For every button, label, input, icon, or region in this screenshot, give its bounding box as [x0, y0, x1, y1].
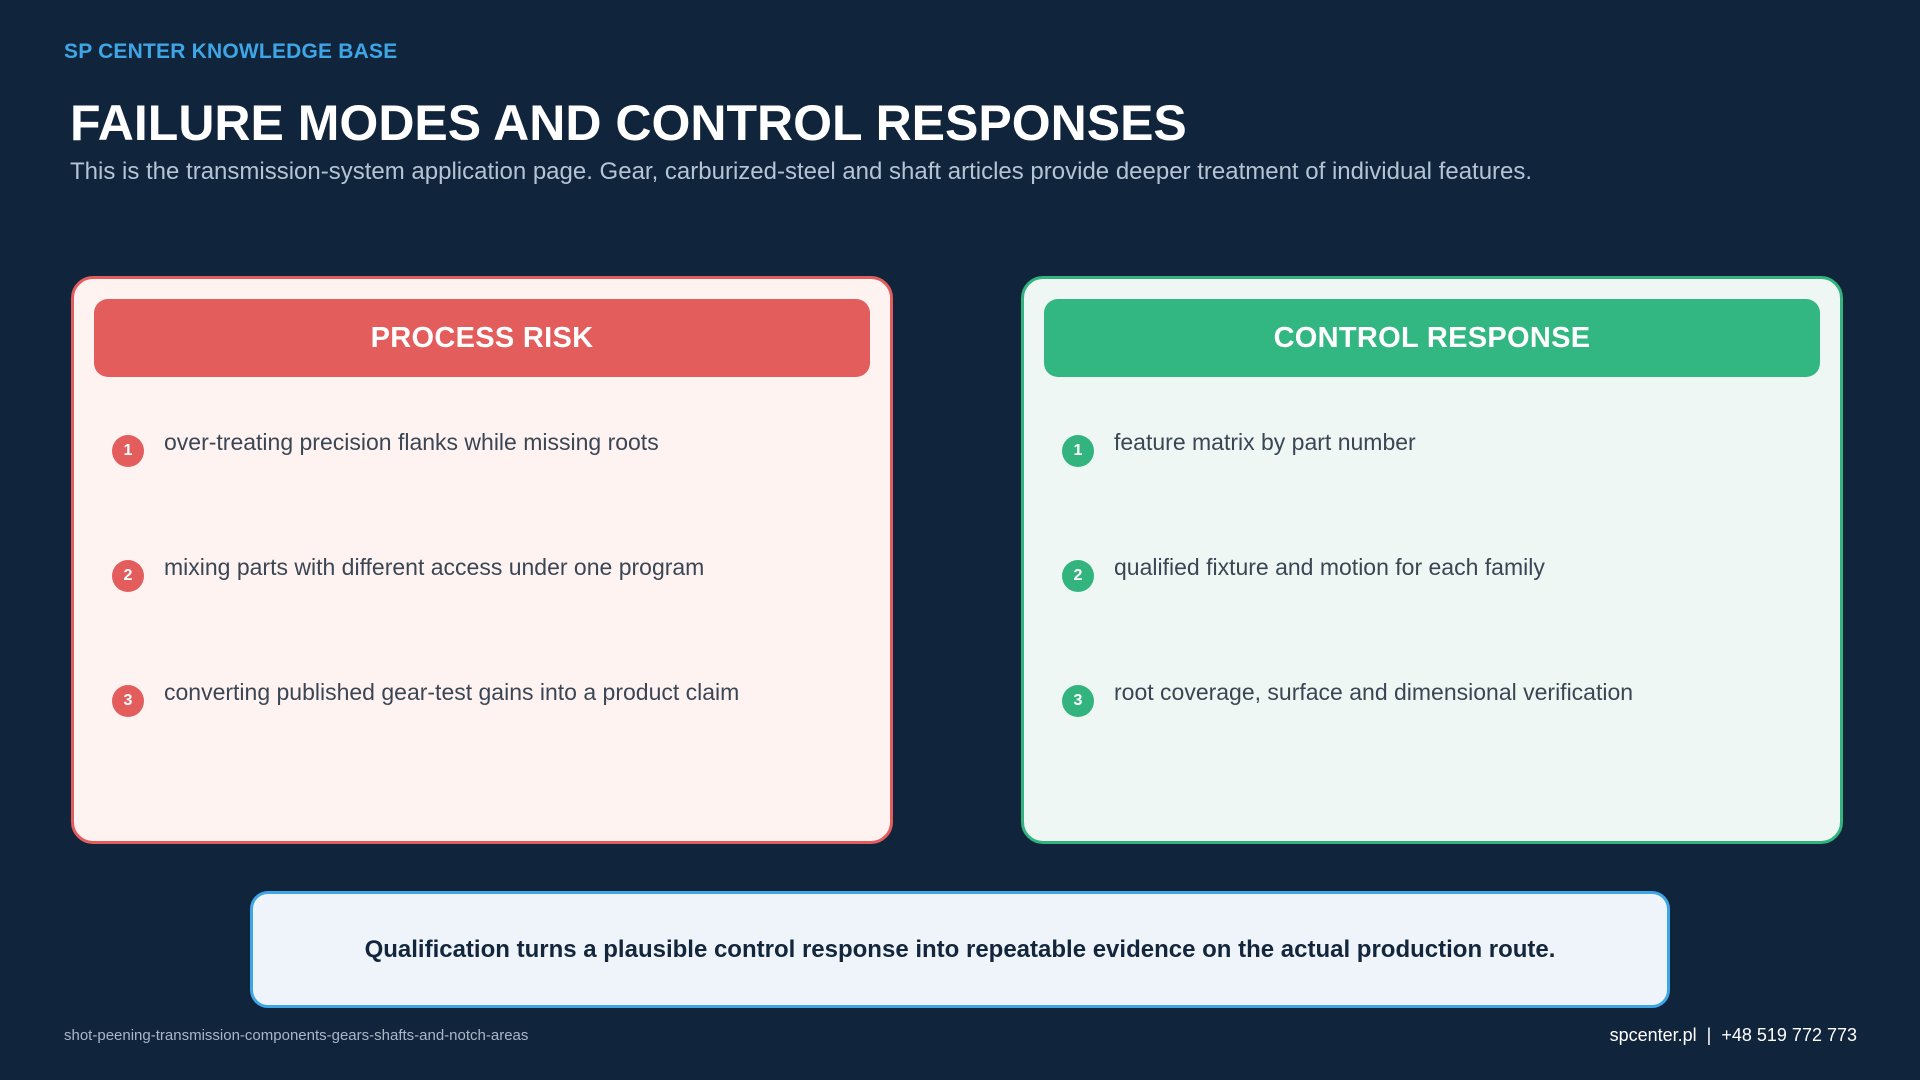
risk-item: 3 converting published gear-test gains i… [112, 673, 870, 717]
process-risk-panel: PROCESS RISK 1 over-treating precision f… [71, 276, 893, 844]
risk-item-text: over-treating precision flanks while mis… [164, 429, 659, 455]
number-badge: 1 [1062, 435, 1094, 467]
process-risk-header: PROCESS RISK [94, 299, 870, 377]
footer-slug: shot-peening-transmission-components-gea… [64, 1027, 529, 1044]
page-title: FAILURE MODES AND CONTROL RESPONSES [70, 95, 1187, 151]
control-item-text: root coverage, surface and dimensional v… [1114, 679, 1634, 705]
number-badge: 3 [1062, 685, 1094, 717]
control-item: 3 root coverage, surface and dimensional… [1062, 673, 1820, 717]
control-item-text: feature matrix by part number [1114, 429, 1416, 455]
page-subtitle: This is the transmission-system applicat… [70, 158, 1533, 185]
number-badge: 3 [112, 685, 144, 717]
risk-item: 2 mixing parts with different access und… [112, 548, 870, 592]
footer-contact: spcenter.pl | +48 519 772 773 [1609, 1025, 1857, 1045]
control-item-text: qualified fixture and motion for each fa… [1114, 554, 1545, 580]
kicker-label: SP CENTER KNOWLEDGE BASE [64, 40, 398, 63]
control-response-panel: CONTROL RESPONSE 1 feature matrix by par… [1021, 276, 1843, 844]
number-badge: 2 [112, 560, 144, 592]
number-badge: 2 [1062, 560, 1094, 592]
control-response-header: CONTROL RESPONSE [1044, 299, 1820, 377]
qualification-callout: Qualification turns a plausible control … [250, 891, 1670, 1008]
risk-item: 1 over-treating precision flanks while m… [112, 423, 870, 467]
risk-item-text: mixing parts with different access under… [164, 554, 705, 580]
number-badge: 1 [112, 435, 144, 467]
control-item: 1 feature matrix by part number [1062, 423, 1820, 467]
control-item: 2 qualified fixture and motion for each … [1062, 548, 1820, 592]
risk-item-text: converting published gear-test gains int… [164, 679, 740, 705]
